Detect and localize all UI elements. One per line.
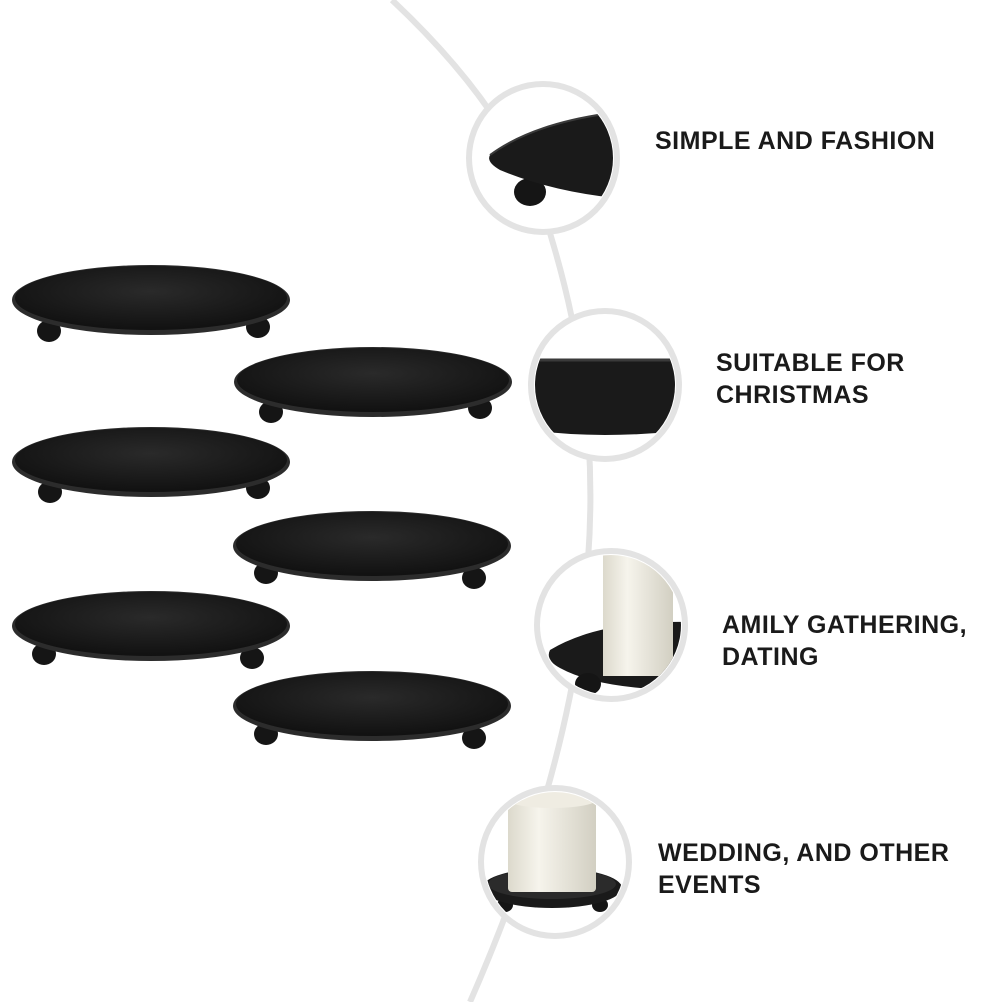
detail-circle-candle-side xyxy=(534,548,688,702)
caption-line: DATING xyxy=(722,643,819,671)
detail-circle-plate-closeup xyxy=(528,308,682,462)
caption-simple-fashion: SIMPLE AND FASHION xyxy=(655,125,935,157)
caption-line: CHRISTMAS xyxy=(716,381,870,409)
detail-circle-candle-front xyxy=(478,785,632,939)
caption-christmas: SUITABLE FOR CHRISTMAS xyxy=(716,347,905,411)
plate-5 xyxy=(12,591,290,669)
caption-line: SUITABLE FOR xyxy=(716,349,905,377)
plate-4 xyxy=(233,511,511,589)
plate-1 xyxy=(12,265,290,342)
caption-family-gathering: AMILY GATHERING, DATING xyxy=(722,609,967,673)
caption-line: WEDDING, AND OTHER xyxy=(658,839,950,867)
plate-2 xyxy=(234,347,512,423)
plate-3 xyxy=(12,427,290,503)
caption-line: SIMPLE AND FASHION xyxy=(655,127,936,155)
detail-circle-plate-edge xyxy=(466,81,620,235)
caption-line: EVENTS xyxy=(658,871,762,899)
caption-line: AMILY GATHERING, xyxy=(722,611,968,639)
plate-6 xyxy=(233,671,511,749)
caption-wedding-events: WEDDING, AND OTHER EVENTS xyxy=(658,837,949,901)
